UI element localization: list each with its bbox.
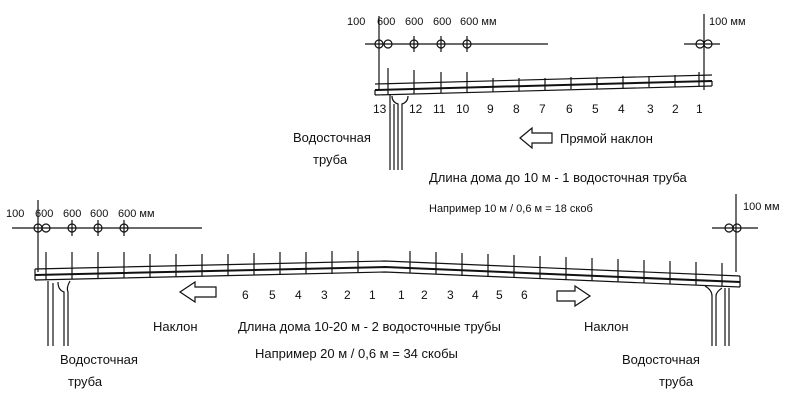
top-bracket-number: 4	[618, 102, 625, 116]
top-bracket-number: 1	[696, 102, 703, 116]
bottom-dim-label: 600 мм	[118, 208, 155, 220]
bottom-dim-label: 100	[6, 208, 24, 220]
bottom-bracket-number-right: 2	[421, 288, 428, 302]
bottom-bracket-number-right: 5	[496, 288, 503, 302]
top-bracket-number: 2	[672, 102, 679, 116]
top-bracket-number: 7	[539, 102, 546, 116]
top-dimension-markers	[374, 14, 713, 90]
top-pipe-label: труба	[313, 152, 348, 167]
top-dim-label: 600	[405, 16, 423, 28]
bottom-slope-left-label: Наклон	[153, 319, 198, 334]
bottom-pipe-right-label: Водосточная	[622, 352, 700, 367]
top-gutter	[374, 74, 713, 96]
bottom-dim-label-right: 100 мм	[743, 201, 780, 213]
bottom-gutter	[34, 260, 741, 288]
top-bracket-number: 6	[566, 102, 573, 116]
top-bracket-number: 9	[487, 102, 494, 116]
bottom-bracket-number-left: 2	[344, 288, 351, 302]
bottom-slope-right-arrow-icon	[556, 284, 592, 308]
bottom-bracket-number-left: 1	[369, 288, 376, 302]
top-bracket-number: 8	[513, 102, 520, 116]
bottom-bracket-number-right: 1	[398, 288, 405, 302]
top-example-caption: Например 10 м / 0,6 м = 18 скоб	[429, 203, 593, 215]
bottom-slope-right-label: Наклон	[584, 319, 629, 334]
top-gutter-diagram: 100 600 600 600 600 мм 100 мм	[293, 14, 746, 215]
bottom-bracket-number-left: 4	[295, 288, 302, 302]
top-slope-arrow-icon	[519, 126, 553, 150]
top-bracket-number: 3	[647, 102, 654, 116]
bottom-pipe-left-label: труба	[68, 374, 103, 389]
bottom-dimension-markers	[33, 194, 742, 272]
top-dim-label: 600	[377, 16, 395, 28]
top-dim-label: 600	[433, 16, 451, 28]
top-bracket-number: 10	[456, 102, 470, 116]
top-downpipe	[389, 95, 409, 170]
top-bracket-number: 5	[592, 102, 599, 116]
bottom-gutter-diagram: 100 600 600 600 600 мм 100 мм	[6, 194, 780, 389]
top-dim-label: 100	[347, 16, 365, 28]
bottom-dim-label: 600	[63, 208, 81, 220]
bottom-dim-label: 600	[90, 208, 108, 220]
top-brackets	[387, 68, 700, 95]
bottom-bracket-number-left: 3	[321, 288, 328, 302]
top-bracket-number: 12	[409, 102, 423, 116]
bottom-example-caption: Например 20 м / 0,6 м = 34 скобы	[255, 346, 458, 361]
bottom-pipe-left-label: Водосточная	[60, 352, 138, 367]
top-pipe-label: Водосточная	[293, 130, 371, 145]
top-dim-label-right: 100 мм	[709, 16, 746, 28]
top-dim-label: 600 мм	[460, 16, 497, 28]
bottom-length-caption: Длина дома 10-20 м - 2 водосточные трубы	[238, 319, 501, 334]
bottom-downpipe-right	[704, 285, 730, 346]
bottom-bracket-number-right: 3	[447, 288, 454, 302]
bottom-bracket-number-left: 5	[269, 288, 276, 302]
bottom-bracket-number-right: 4	[472, 288, 479, 302]
bottom-brackets	[45, 251, 723, 286]
bottom-dim-label: 600	[35, 208, 53, 220]
bottom-bracket-number-right: 6	[521, 288, 528, 302]
bottom-slope-left-arrow-icon	[178, 280, 217, 304]
bottom-downpipe-left	[47, 280, 71, 346]
top-length-caption: Длина дома до 10 м - 1 водосточная труба	[429, 170, 688, 185]
top-bracket-number: 13	[373, 102, 387, 116]
top-slope-label: Прямой наклон	[560, 131, 653, 146]
bottom-pipe-right-label: труба	[659, 374, 694, 389]
bottom-bracket-number-left: 6	[242, 288, 249, 302]
top-bracket-number: 11	[433, 102, 446, 116]
